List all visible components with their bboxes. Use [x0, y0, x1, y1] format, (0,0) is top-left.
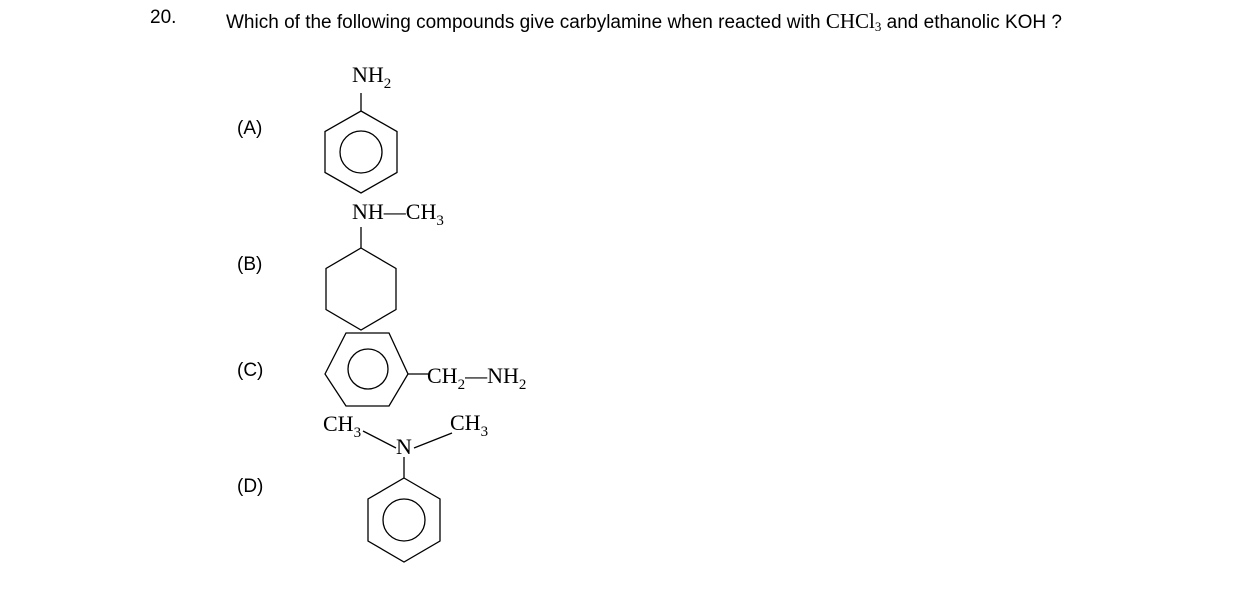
question-text-before: Which of the following compounds give ca…: [226, 12, 826, 33]
reagent-subscript: 3: [874, 19, 882, 34]
option-a-aromatic-circle: [339, 130, 383, 174]
option-c-benzene-ring: [324, 332, 409, 407]
question-number: 20.: [150, 7, 177, 28]
option-b-label: (B): [237, 254, 263, 275]
option-c-structure: [324, 332, 429, 407]
option-a-structure: [324, 93, 398, 194]
option-d-right-methyl-bond: [413, 432, 453, 449]
option-a-substituent: NH2: [352, 62, 391, 92]
option-c-aromatic-circle: [347, 348, 389, 390]
reagent-main: CHCl: [825, 9, 875, 33]
question-text: Which of the following compounds give ca…: [226, 6, 1126, 38]
option-c-label: (C): [237, 360, 264, 381]
reagent-formula: CHCl3: [826, 9, 882, 33]
option-b-cyclohexane-ring: [325, 247, 397, 331]
option-d-label: (D): [237, 476, 264, 497]
option-d-aromatic-circle: [382, 498, 426, 542]
option-d-benzene-ring: [367, 477, 441, 563]
option-a-benzene-ring: [324, 110, 398, 194]
option-d-left-methyl-bond: [362, 430, 397, 449]
option-d-methyl-left: CH3: [323, 411, 361, 441]
option-d-nitrogen: N: [396, 434, 412, 459]
question-text-after: and ethanolic KOH ?: [881, 12, 1063, 33]
option-c-substituent: CH2—NH2: [427, 363, 526, 393]
option-a-label: (A): [237, 118, 263, 139]
option-b-substituent: NH—CH3: [352, 199, 444, 229]
option-d-methyl-right: CH3: [450, 410, 488, 440]
option-b-structure: [325, 227, 397, 331]
option-d-structure: [362, 430, 453, 563]
